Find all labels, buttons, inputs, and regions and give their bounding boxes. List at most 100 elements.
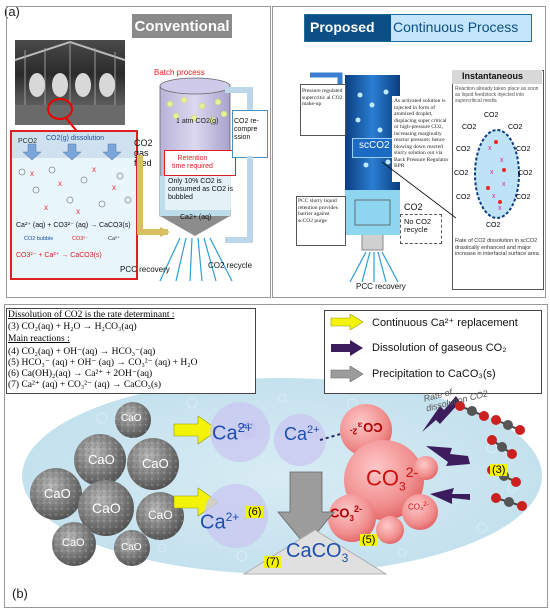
caco3-sub: 3: [341, 551, 349, 565]
ca2-big: Ca2+: [212, 420, 252, 446]
inset-legend-co3: CO3²⁻: [72, 236, 89, 242]
co3-ions: [328, 404, 438, 544]
svg-text:x: x: [44, 203, 48, 212]
co3-big-sub: 3: [399, 479, 406, 494]
eq-5: (5) HCO₃⁻ (aq) + OH⁻ (aq) → CO₃²⁻ (aq) +…: [8, 358, 198, 368]
tag-6: (6): [246, 506, 264, 518]
instantaneous-text: Reaction already taken place as soon as …: [455, 86, 539, 104]
recycle-pipe: [225, 87, 253, 243]
ca2-lower-sup: 2+: [225, 510, 240, 524]
main-reactions: Main reactions :: [8, 334, 70, 344]
only10-text: Only 10% CO2 is consumed as CO2 is bubbl…: [168, 178, 233, 201]
plant-photo: [15, 40, 125, 125]
legend-item-0: Continuous Ca²⁺ replacement: [330, 314, 518, 330]
co3-flip: CO₃2-: [350, 420, 383, 435]
proposed-frame: [272, 6, 546, 298]
dissolution-title: Dissolution of CO2 is the rate determina…: [8, 310, 175, 320]
co2-word-1: CO2: [462, 124, 477, 131]
co2-recompression-box: [232, 110, 268, 158]
ca2-mid: Ca2+: [284, 424, 320, 445]
svg-text:x: x: [112, 183, 116, 192]
co3-big-text: CO: [366, 465, 399, 491]
pcc-slurry-text: PCC slurry liquid retention provides bar…: [298, 198, 338, 224]
ca2-mid-text: Ca: [284, 424, 308, 444]
cao-label-6: CaO: [62, 537, 85, 549]
inset-legend-bubble: CO2 bubble: [24, 236, 54, 242]
tag-3: (3): [490, 464, 508, 476]
co2-recycle-conv: CO2 recycle: [208, 261, 253, 270]
svg-text:x: x: [30, 169, 34, 178]
co3-small-text: CO₃: [408, 502, 424, 512]
precipitation-arrow: [277, 471, 335, 547]
pcc-recovery-conv: PCC recovery: [120, 265, 170, 274]
proposed-title-b: Continuous Process: [393, 19, 519, 35]
ca2-lower-text: Ca: [200, 511, 226, 534]
panel-b-label: (b): [12, 586, 28, 601]
eq-6: (6) Ca(OH)₂(aq) → Ca²⁺ + 2OH⁻(aq): [8, 369, 153, 379]
yellow-arrow-icon: [330, 314, 364, 330]
scco2-label: scCO2: [359, 140, 390, 151]
co3-bold: CO32-: [330, 504, 362, 523]
only10-box: [165, 176, 235, 210]
eq-7: (7) Ca²⁺ (aq) + CO₃²⁻ (aq) → CaCO₃(s): [8, 380, 162, 390]
co2-word-2: CO2: [508, 124, 523, 131]
svg-text:x: x: [502, 181, 506, 188]
cao-label-5: CaO: [148, 508, 173, 522]
svg-text:x: x: [490, 169, 494, 176]
instantaneous-title: Instantaneous: [462, 71, 524, 81]
caco3-label: CaCO3: [286, 540, 348, 565]
co3-big-sup: 2-: [405, 464, 419, 480]
co2-word-5: CO2: [454, 170, 469, 177]
svg-text:x: x: [58, 179, 62, 188]
legend-label-0: Continuous Ca²⁺ replacement: [372, 316, 518, 329]
legend-item-1: Dissolution of gaseous CO₂: [330, 340, 507, 356]
eq-3: (3) CO₂(aq) + H₂O → H₂CO₃(aq): [8, 322, 137, 332]
inset-reaction-2: CO3²⁻ + Ca²⁺ → CaCO3(s): [16, 252, 102, 259]
co2-outside-label: CO2: [404, 202, 423, 212]
gas-feed-pipe: [137, 155, 170, 237]
svg-text:x: x: [76, 207, 80, 216]
ca2-aq-label: Ca2+ (aq): [180, 214, 212, 221]
panel-b-frame: [4, 304, 548, 608]
proposed-title-a: Proposed: [310, 19, 375, 35]
rate-text: Rate of CO2 dissolution in scCO2 drastic…: [455, 238, 539, 257]
reactor-callout-line: [381, 161, 457, 219]
co2-word-3: CO2: [456, 146, 471, 153]
equations-box: [6, 308, 256, 394]
co2-word-6: CO2: [518, 170, 533, 177]
pressure-box: [300, 84, 346, 136]
instantaneous-header: [452, 70, 542, 84]
cao-label-0: CaO: [121, 413, 142, 424]
svg-text:x: x: [500, 157, 504, 164]
svg-text:x: x: [92, 165, 96, 174]
cao-label-7: CaO: [121, 542, 142, 553]
legend-item-2: Precipitation to CaCO₃(s): [330, 366, 496, 382]
co3-small: CO₃2-: [408, 502, 429, 512]
ca2-small: Ca²⁺: [238, 423, 253, 430]
co2-word-7: CO2: [456, 194, 471, 201]
co3-flip-sup: 2-: [350, 426, 358, 436]
co3-big: CO32-: [366, 464, 418, 494]
cao-particles: [30, 402, 184, 566]
conventional-frame: [6, 6, 271, 298]
batch-process-label: Batch process: [154, 68, 205, 77]
ca2-mid-sup: 2+: [307, 424, 320, 436]
retention-box: [164, 150, 236, 176]
caco3-text: CaCO: [286, 540, 342, 562]
cao-label-3: CaO: [44, 486, 71, 501]
legend-label-2: Precipitation to CaCO₃(s): [372, 368, 496, 380]
tag-7: (7): [264, 556, 282, 568]
co3-bold-sup: 2-: [353, 504, 362, 514]
co2-word-0: CO2: [484, 112, 499, 119]
pressure-text: Pressure regulated supercritic al CO2 ma…: [302, 88, 343, 107]
cao-label-2: CaO: [142, 456, 169, 471]
cao-label-4: CaO: [92, 500, 121, 516]
proposed-title: Proposed Continuous Process: [304, 14, 532, 42]
inset-legend-ca: Ca²⁺: [108, 236, 120, 242]
inset-pco2: PCO2: [18, 138, 38, 145]
activated-box: [392, 96, 450, 182]
co2-dissolution: [422, 396, 527, 511]
panel-a-label: (a): [4, 4, 20, 19]
svg-text:x: x: [488, 145, 492, 152]
